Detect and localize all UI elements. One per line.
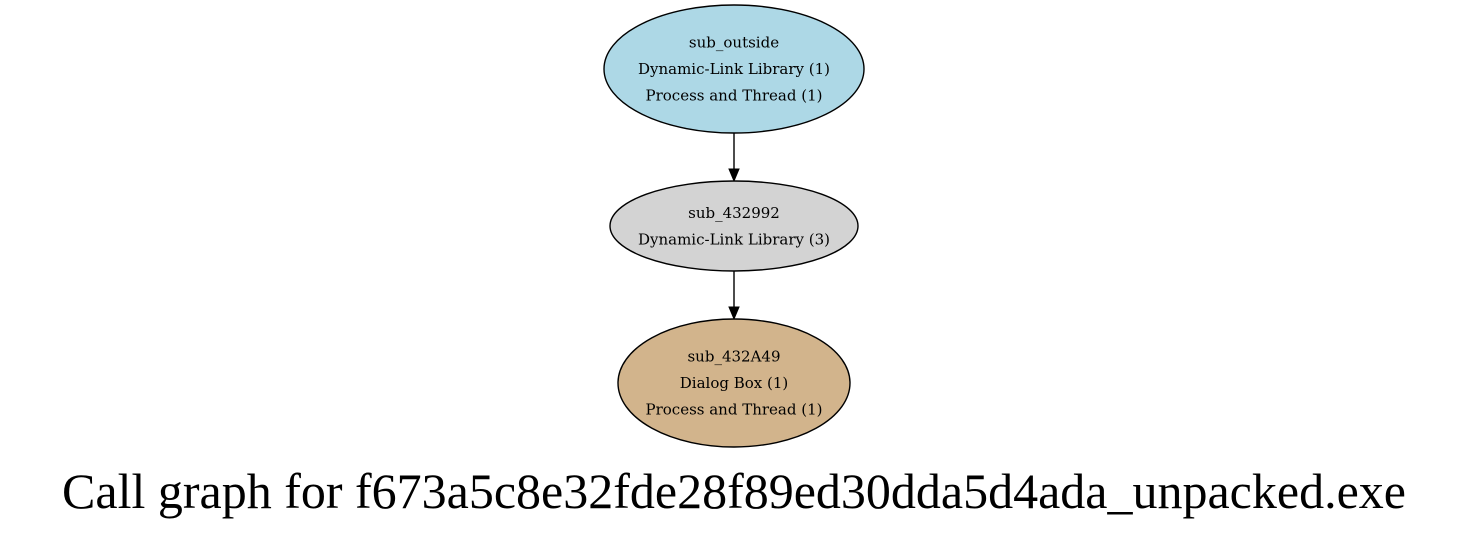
- graph-title: Call graph for f673a5c8e32fde28f89ed30dd…: [62, 463, 1406, 519]
- graph-edge-1: [728, 271, 740, 321]
- node-category-label: Dynamic-Link Library (1): [638, 60, 830, 78]
- node-name-label: sub_outside: [689, 34, 779, 52]
- graph-edge-0: [728, 133, 740, 183]
- node-category-label: Process and Thread (1): [646, 87, 823, 105]
- node-category-label: Dialog Box (1): [680, 374, 789, 392]
- node-ellipse: [617, 318, 851, 448]
- node-name-label: sub_432A49: [687, 348, 780, 366]
- node-name-label: sub_432992: [688, 204, 780, 222]
- node-category-label: Dynamic-Link Library (3): [638, 230, 830, 248]
- arrowhead-icon: [728, 168, 740, 183]
- node-ellipse: [609, 180, 859, 272]
- node-category-label: Process and Thread (1): [646, 401, 823, 419]
- edges-layer: [728, 133, 740, 321]
- arrowhead-icon: [728, 306, 740, 321]
- node-ellipse: [603, 4, 865, 134]
